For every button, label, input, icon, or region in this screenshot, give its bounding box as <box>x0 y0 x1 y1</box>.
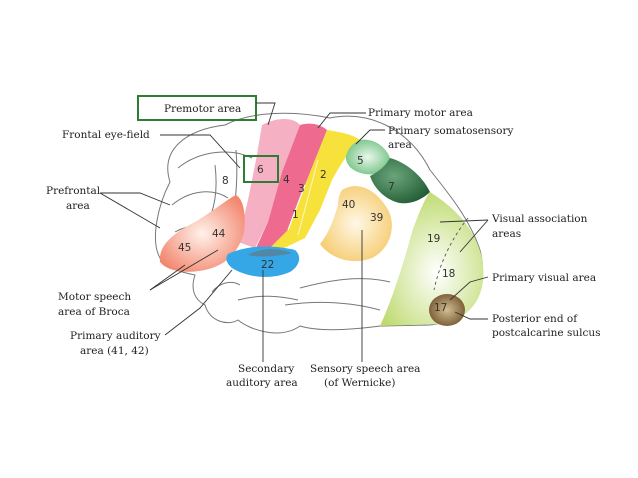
label-sensory-speech-2: (of Wernicke) <box>324 377 396 389</box>
somatosensory-region <box>270 130 360 250</box>
label-secondary-auditory-2: auditory area <box>226 377 298 389</box>
premotor-label-box <box>137 95 257 121</box>
area-number-19: 19 <box>427 233 440 245</box>
area-number-8: 8 <box>222 175 229 187</box>
wernicke-region <box>320 186 392 262</box>
label-motor-speech-1: Motor speech <box>58 291 131 303</box>
area-number-2: 2 <box>320 169 327 181</box>
area-6-box <box>243 155 279 183</box>
label-prefrontal-2: area <box>66 200 90 212</box>
label-premotor: Premotor area <box>164 103 241 115</box>
area-7-region <box>370 158 430 204</box>
area-number-45: 45 <box>178 242 191 254</box>
area-numbers: 6 8 4 3 2 1 5 7 40 39 44 45 22 19 18 17 <box>178 155 455 314</box>
label-somatosensory-1: Primary somatosensory <box>388 125 514 137</box>
area-number-4: 4 <box>283 174 290 186</box>
area-number-5: 5 <box>357 155 364 167</box>
labels: Premotor area Primary motor area Frontal… <box>46 103 601 389</box>
area-number-39: 39 <box>370 212 383 224</box>
area-number-40: 40 <box>342 199 355 211</box>
visual-association-region <box>380 192 484 326</box>
leader-lines <box>99 102 489 362</box>
label-motor-speech-2: area of Broca <box>58 306 130 318</box>
label-sensory-speech-1: Sensory speech area <box>310 363 420 375</box>
label-visual-assoc-2: areas <box>492 228 521 240</box>
label-somatosensory-2: area <box>388 139 412 151</box>
area-number-44: 44 <box>212 228 226 240</box>
label-auditory-2: area (41, 42) <box>80 345 149 357</box>
area-number-3: 3 <box>298 183 305 195</box>
area-number-1: 1 <box>292 209 299 221</box>
area-17-region <box>429 294 465 326</box>
area-number-18: 18 <box>442 268 455 280</box>
broca-region <box>159 195 245 272</box>
gyri-lines <box>171 149 391 311</box>
area-number-22: 22 <box>261 259 274 271</box>
label-posterior-2: postcalcarine sulcus <box>492 327 601 339</box>
premotor-region <box>238 118 300 248</box>
area-number-17: 17 <box>434 302 447 314</box>
label-auditory-1: Primary auditory <box>70 330 161 342</box>
area-number-7: 7 <box>388 181 395 193</box>
label-frontal-eye: Frontal eye-field <box>62 129 150 141</box>
motor-region <box>256 123 327 248</box>
area-number-6: 6 <box>257 164 264 176</box>
brain-outline <box>154 112 484 334</box>
label-secondary-auditory-1: Secondary <box>238 363 294 375</box>
label-primary-motor: Primary motor area <box>368 107 473 119</box>
label-prefrontal-1: Prefrontal <box>46 185 101 197</box>
label-primary-visual: Primary visual area <box>492 272 596 284</box>
area-5-region <box>345 139 390 175</box>
label-visual-assoc-1: Visual association <box>491 213 588 225</box>
label-posterior-1: Posterior end of <box>492 313 578 325</box>
